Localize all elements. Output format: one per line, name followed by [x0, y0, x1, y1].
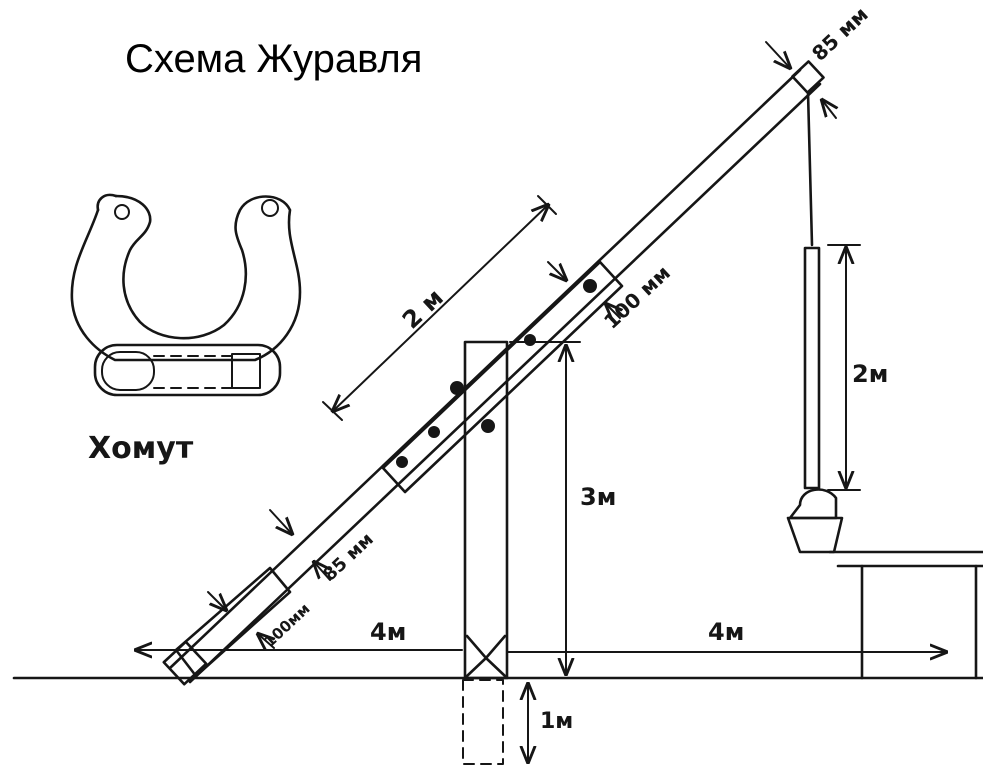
- vertical-post: [462, 340, 509, 765]
- label-boom-width: 85 мм: [319, 529, 378, 586]
- label-left-span: 4м: [370, 618, 406, 646]
- bolt: [396, 456, 408, 468]
- bolt: [524, 334, 536, 346]
- well-housing: [828, 550, 983, 680]
- clamp-base: [93, 343, 282, 397]
- clamp-bolt-head: [101, 351, 155, 391]
- clamp-right-hole: [261, 199, 279, 217]
- label-underground-depth: 1м: [540, 709, 573, 734]
- rope: [806, 90, 814, 247]
- clamp-sketch: [70, 193, 302, 397]
- clamp-left-ear: [96, 193, 118, 212]
- boom-beam: [162, 60, 825, 686]
- label-right-span: 4м: [708, 618, 744, 646]
- bucket-assembly: [786, 90, 844, 554]
- clamp-left-hole: [114, 204, 130, 220]
- boom-tip: [791, 60, 825, 94]
- clamp-nut: [231, 353, 261, 389]
- label-rope-length: 2м: [852, 360, 888, 388]
- bolt: [583, 279, 597, 293]
- bolt: [428, 426, 440, 438]
- diagram-title: Схема Журавля: [125, 37, 422, 81]
- label-post-height: 3м: [580, 483, 616, 511]
- dim-sleeve-length: [333, 205, 548, 411]
- bucket-icon: [786, 516, 844, 554]
- bucket-pole: [803, 246, 821, 490]
- butt-sleeve: [174, 566, 292, 678]
- bolt: [481, 419, 495, 433]
- label-tip-width: 85 мм: [807, 2, 873, 66]
- post-underground: [462, 679, 504, 765]
- clamp-label: Хомут: [88, 431, 194, 466]
- bucket-top: [788, 488, 838, 520]
- bolt: [450, 381, 464, 395]
- label-sleeve-length: 2 м: [397, 283, 449, 334]
- clamp-bolt-shaft: [153, 355, 233, 389]
- clamp-body: [70, 194, 302, 362]
- pivot-joint: [465, 634, 507, 678]
